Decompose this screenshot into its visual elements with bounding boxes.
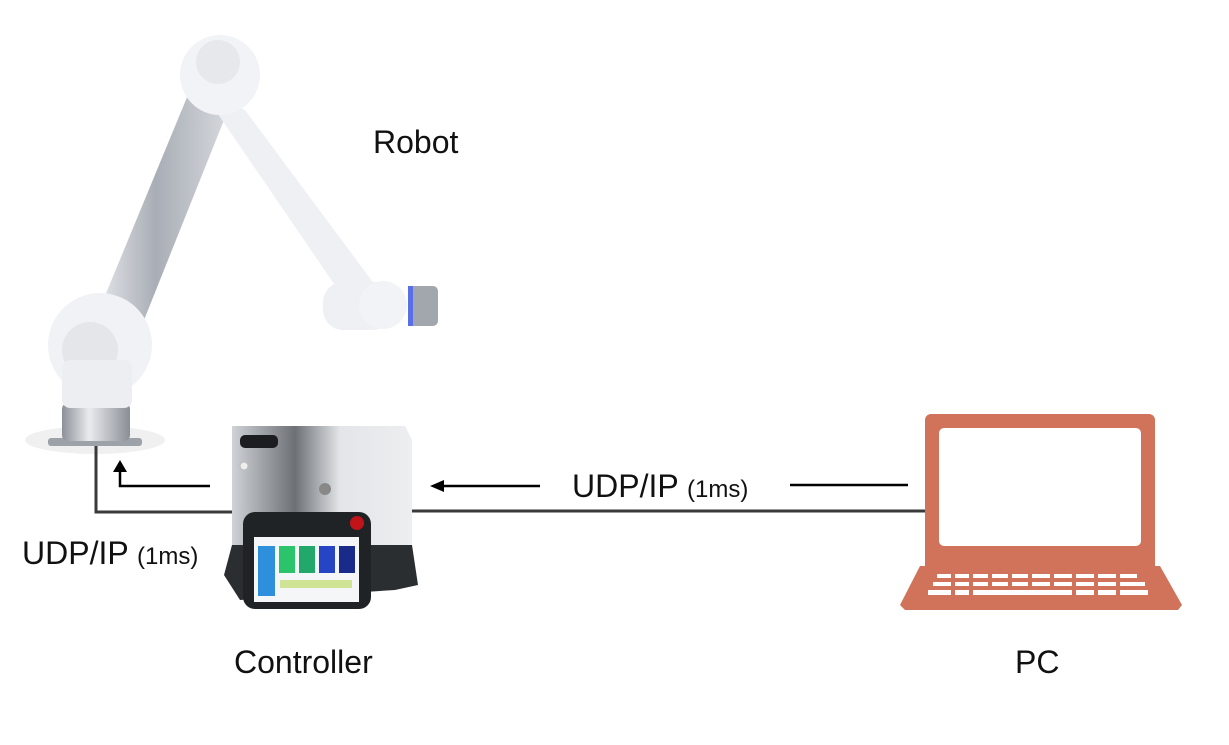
robot-label: Robot — [373, 124, 459, 160]
pc-label: PC — [1015, 644, 1060, 680]
controller-icon — [224, 426, 418, 609]
arrow-pc-to-controller — [430, 480, 908, 492]
link-label-controller-robot: UDP/IP (1ms) — [22, 535, 198, 572]
controller-label: Controller — [234, 644, 373, 680]
arrow-controller-to-robot — [113, 460, 210, 488]
link-label-pc-controller: UDP/IP (1ms) — [572, 468, 748, 505]
protocol-text: UDP/IP — [22, 535, 129, 571]
robot-arm-icon — [25, 35, 438, 454]
protocol-text: UDP/IP — [572, 468, 679, 504]
cable-robot-controller — [94, 446, 232, 514]
period-text: (1ms) — [687, 476, 749, 503]
period-text: (1ms) — [137, 543, 199, 570]
teach-pendant-icon — [243, 512, 371, 609]
laptop-icon — [900, 414, 1182, 610]
